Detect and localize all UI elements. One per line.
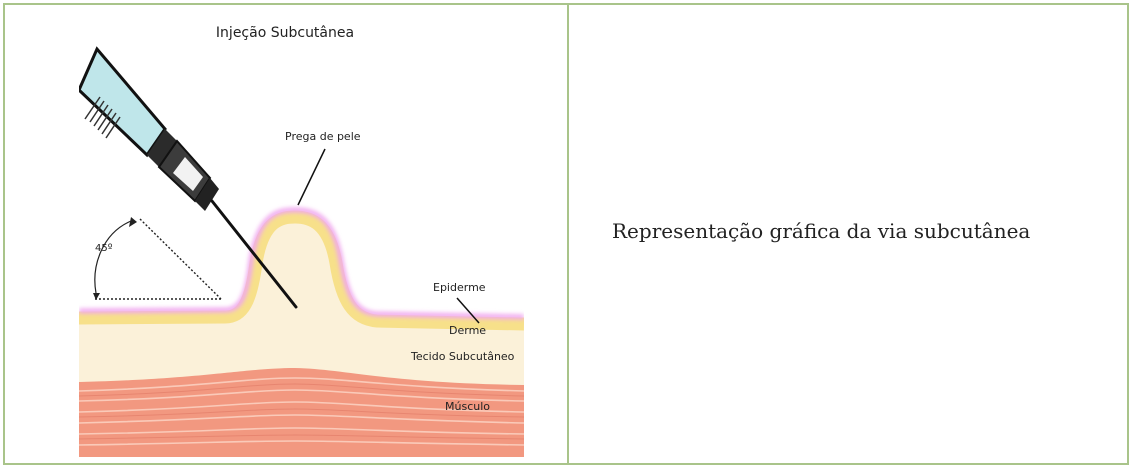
dermis-label: Derme	[449, 324, 486, 337]
syringe-icon	[79, 46, 298, 309]
angle-label: 45º	[95, 243, 113, 254]
dermis-layer	[79, 210, 524, 331]
epidermis-label: Epiderme	[433, 281, 486, 294]
skin-fold-label: Prega de pele	[285, 130, 361, 143]
illustration-cell: Injeção Subcutânea	[5, 5, 567, 463]
epidermis-layer	[79, 207, 524, 320]
caption-text: Representação gráfica da via subcutânea	[612, 219, 1031, 243]
subcutaneous-label: Tecido Subcutâneo	[410, 350, 515, 363]
angle-indicator: 45º	[93, 217, 222, 300]
subcutaneous-injection-diagram: Injeção Subcutânea	[79, 25, 524, 457]
table-divider	[567, 3, 569, 465]
diagram-title: Injeção Subcutânea	[216, 25, 354, 41]
subcutaneous-layer	[79, 213, 524, 385]
muscle-label: Músculo	[445, 400, 490, 413]
layout-table	[3, 3, 1129, 465]
